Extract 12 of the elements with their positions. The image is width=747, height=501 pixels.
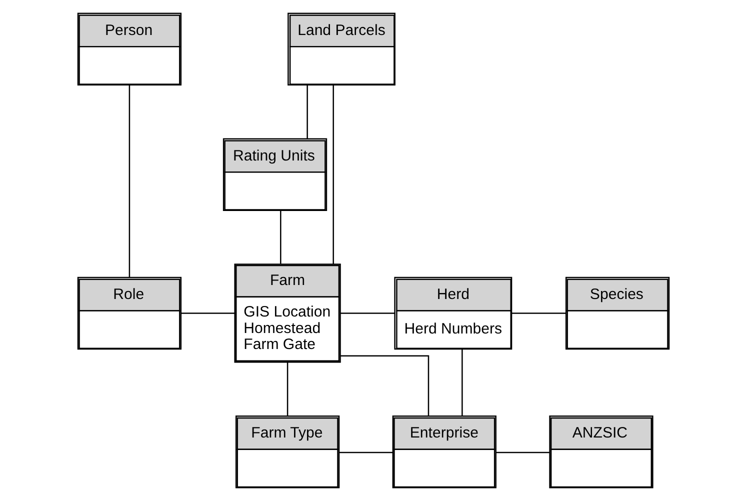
connector — [462, 349, 463, 416]
connector — [286, 362, 288, 416]
connector — [181, 312, 235, 314]
connector — [306, 85, 308, 139]
connector — [332, 85, 334, 264]
connector — [339, 452, 393, 454]
connector — [496, 452, 550, 454]
connector — [340, 312, 394, 314]
connector — [512, 312, 566, 314]
connector — [280, 210, 282, 264]
connector — [340, 355, 430, 416]
connector — [128, 85, 130, 278]
